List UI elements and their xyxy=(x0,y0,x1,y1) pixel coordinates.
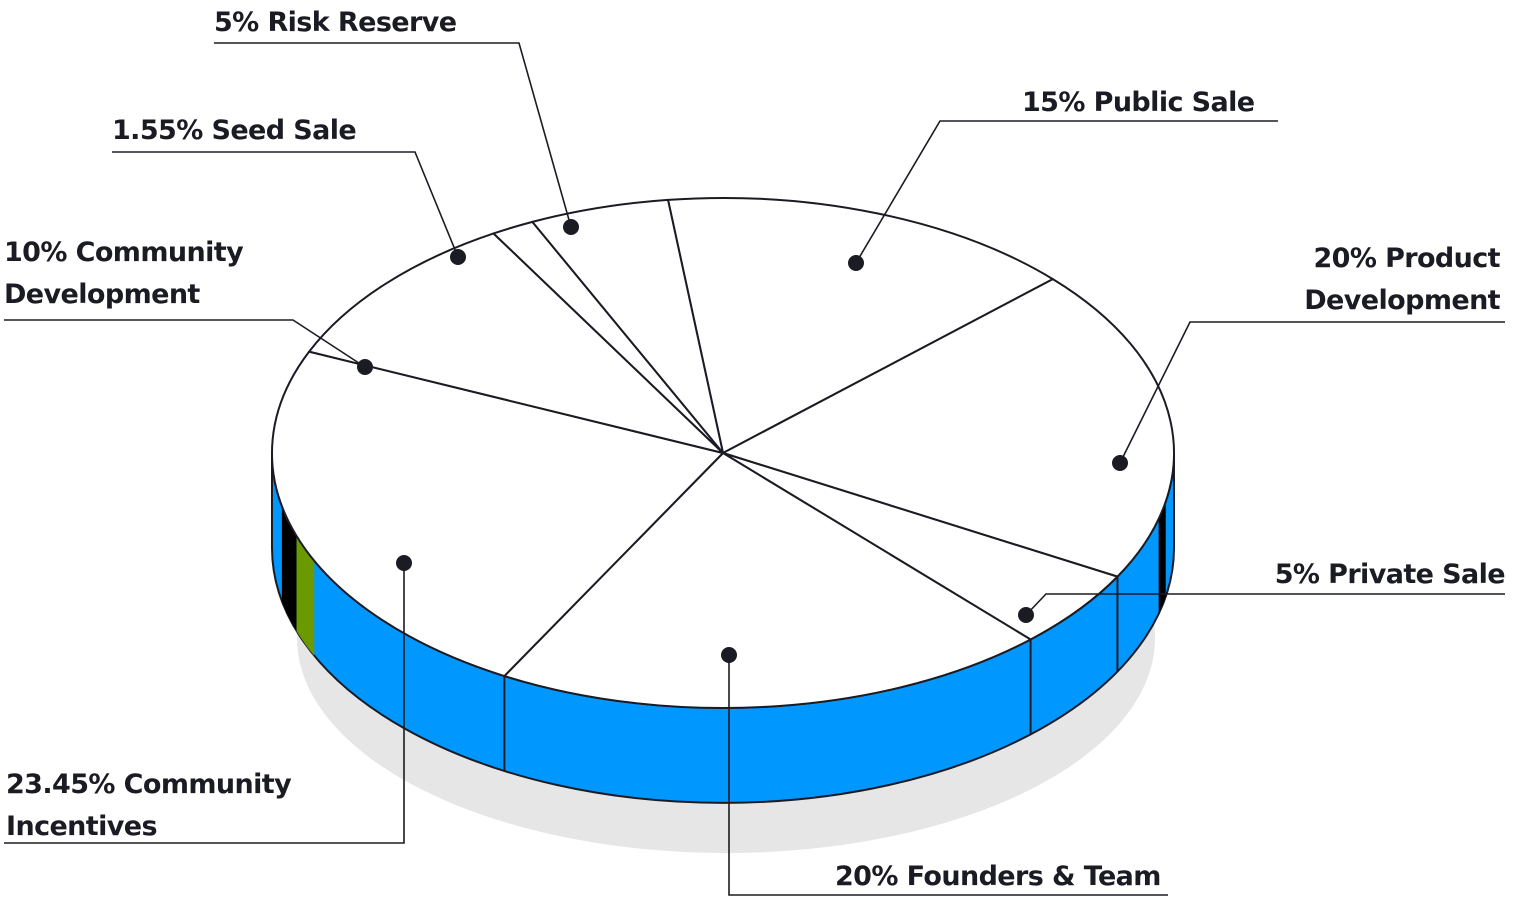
leader-line-seed-sale xyxy=(112,151,459,258)
side-accent-dark-right xyxy=(1158,501,1166,614)
anchor-dot-community-development xyxy=(357,359,373,375)
anchor-dot-private-sale xyxy=(1018,607,1034,623)
label-community-development: 10% Community Development xyxy=(4,237,244,310)
pie-slice-community-development xyxy=(308,232,724,454)
anchor-dot-community-incentives xyxy=(396,555,412,571)
anchor-dot-public-sale xyxy=(848,255,864,271)
pie-slice-private-sale xyxy=(722,452,1119,641)
leader-line-founders-team xyxy=(728,655,1168,896)
side-accent-green-left xyxy=(296,536,315,656)
pie-slice-public-sale xyxy=(667,197,1054,454)
pie-slice-community-incentives xyxy=(271,350,724,678)
pie-slice-product-development xyxy=(722,278,1175,578)
label-private-sale: 5% Private Sale xyxy=(1274,559,1506,590)
leader-line-community-development xyxy=(4,319,366,368)
anchor-dot-risk-reserve xyxy=(563,219,579,235)
pie-slice-risk-reserve xyxy=(531,198,724,454)
anchor-dot-product-development xyxy=(1112,455,1128,471)
leader-line-community-incentives xyxy=(4,563,405,844)
label-community-incentives: 23.45% Community Incentives xyxy=(6,769,292,842)
label-founders-team: 20% Founders & Team xyxy=(835,861,1161,892)
label-product-development: 20% Product Development xyxy=(1304,243,1500,316)
leader-line-product-development xyxy=(1119,321,1505,464)
side-accent-dark-left xyxy=(281,506,297,632)
anchor-dot-founders-team xyxy=(721,647,737,663)
leader-line-public-sale xyxy=(855,120,1278,264)
leader-line-risk-reserve xyxy=(214,42,572,228)
label-public-sale: 15% Public Sale xyxy=(1022,87,1255,118)
leader-line-private-sale xyxy=(1025,593,1505,616)
pie-slice-founders-team xyxy=(503,452,1032,709)
label-risk-reserve: 5% Risk Reserve xyxy=(214,7,457,38)
label-seed-sale: 1.55% Seed Sale xyxy=(112,115,357,146)
anchor-dot-seed-sale xyxy=(450,249,466,265)
